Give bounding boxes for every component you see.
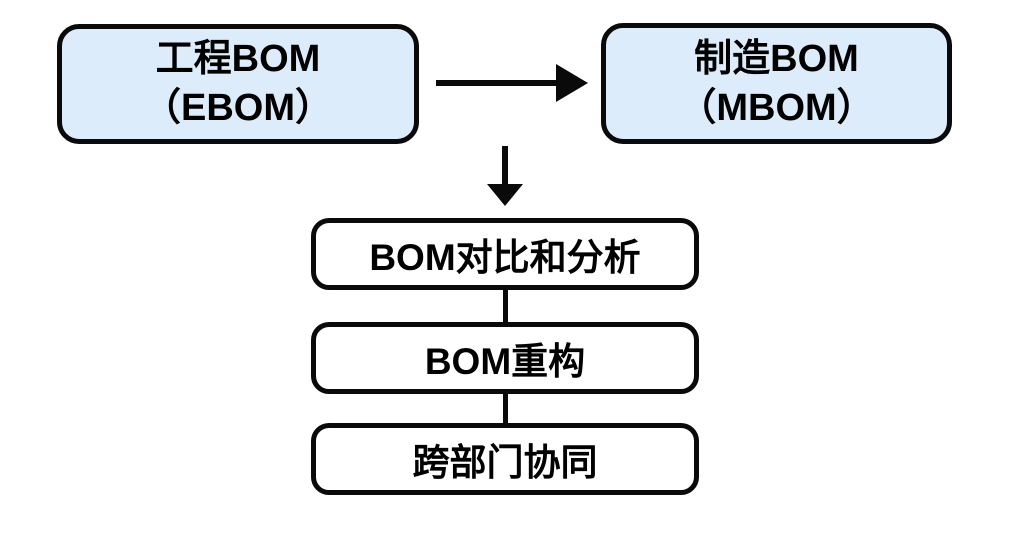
node-step-bom-compare-label: BOM对比和分析 [369,237,641,278]
node-ebom-title: 工程BOM [155,38,321,81]
node-step-cross-dept-label: 跨部门协同 [412,442,598,483]
connector-line-2 [503,393,508,424]
node-step-cross-dept: 跨部门协同 [311,423,699,495]
arrow-down-icon [487,146,523,206]
node-mbom-subtitle: （MBOM） [678,86,875,129]
node-step-bom-rebuild-label: BOM重构 [424,341,586,382]
node-ebom-subtitle: （EBOM） [142,87,333,129]
node-step-bom-rebuild: BOM重构 [311,322,699,394]
connector-line-1 [503,289,508,323]
node-step-bom-compare: BOM对比和分析 [311,218,699,290]
node-mbom-title: 制造BOM [694,37,859,80]
node-mbom: 制造BOM （MBOM） [601,23,952,144]
arrow-right-icon [436,64,588,102]
node-ebom: 工程BOM （EBOM） [57,24,419,144]
